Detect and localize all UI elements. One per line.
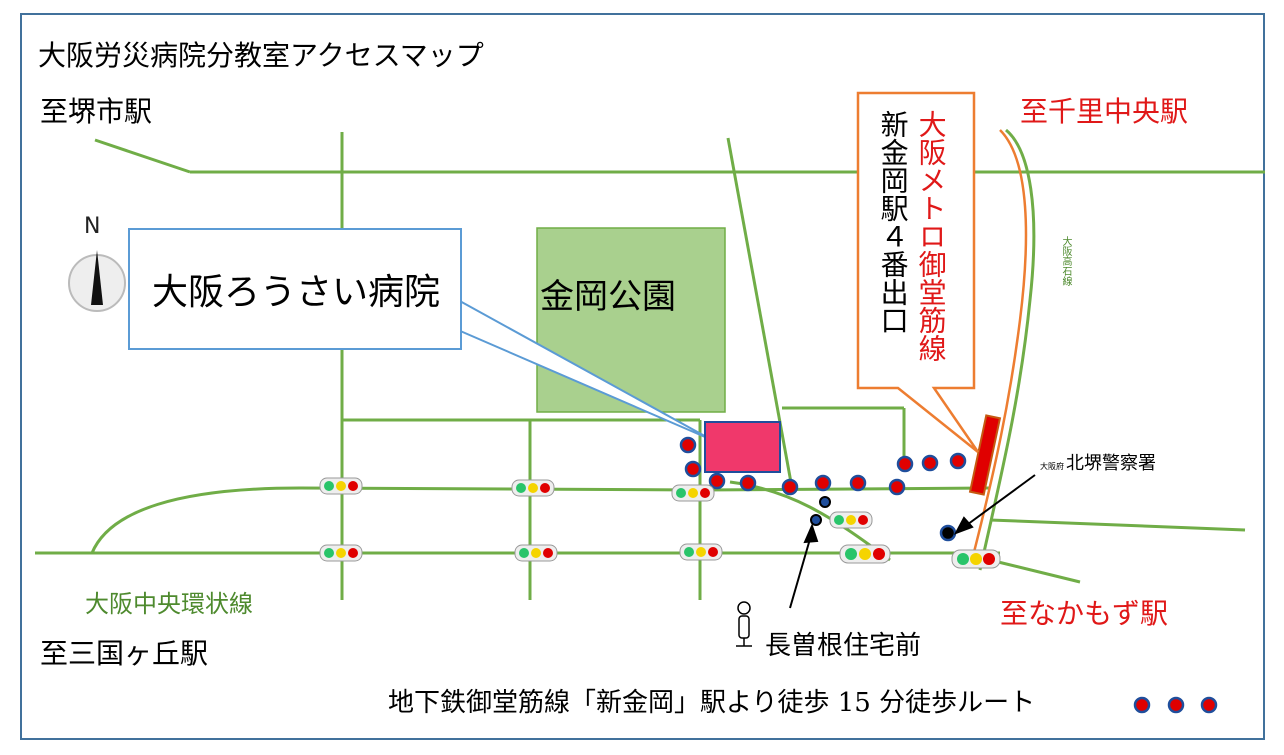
bus-stop-dot <box>810 514 822 526</box>
traffic-light <box>839 544 891 564</box>
traffic-light <box>671 484 715 502</box>
park-label: 金岡公園 <box>540 277 676 317</box>
bus-stop-label: 長曽根住宅前 <box>765 631 922 661</box>
route-dot <box>739 474 757 492</box>
takaishi-line-label: 大阪高石線 <box>1060 236 1071 286</box>
traffic-light <box>829 511 873 529</box>
station-callout <box>856 91 980 453</box>
route-dot <box>814 474 832 492</box>
route-dot <box>781 478 799 496</box>
direction-mikunigaoka-station: 至三国ヶ丘駅 <box>40 637 209 670</box>
direction-nakamozu-station: 至なかもず駅 <box>1000 597 1169 630</box>
police-prefix: 大阪府 <box>1040 462 1064 471</box>
traffic-light <box>319 477 363 495</box>
route-dot <box>949 452 967 470</box>
map-title: 大阪労災病院分教室アクセスマップ <box>38 39 484 72</box>
route-dot <box>888 478 906 496</box>
bus-stop-icon <box>736 601 752 647</box>
walking-route <box>679 436 967 496</box>
route-dot <box>679 436 697 454</box>
map-frame <box>20 13 1265 740</box>
ring-road-label: 大阪中央環状線 <box>85 590 253 618</box>
traffic-light <box>679 543 723 561</box>
station-exit-marker[interactable] <box>968 414 1002 496</box>
police-station-label: 大阪府北堺警察署 <box>1040 455 1156 473</box>
park-area[interactable] <box>536 227 726 413</box>
direction-sakai-station: 至堺市駅 <box>40 95 153 128</box>
route-legend: 地下鉄御堂筋線「新金岡」駅より徒歩 15 分徒歩ルート <box>388 688 1036 718</box>
pointer-arrows <box>789 474 1036 609</box>
traffic-light <box>951 549 1001 569</box>
direction-senri-chuo-station: 至千里中央駅 <box>1020 95 1189 128</box>
traffic-light <box>514 544 558 562</box>
route-dot <box>708 472 726 490</box>
metro-track <box>970 129 1028 561</box>
police-station-marker[interactable] <box>939 524 957 542</box>
police-name: 北堺警察署 <box>1066 453 1156 474</box>
route-dot <box>849 474 867 492</box>
route-dot <box>921 454 939 472</box>
metro-line-label: 大阪メトロ御堂筋線 <box>914 110 948 362</box>
station-exit-label: 新金岡駅４番出口 <box>876 110 910 334</box>
route-dot <box>896 455 914 473</box>
compass-north-label: N <box>84 214 101 239</box>
hospital-building[interactable] <box>704 421 781 473</box>
traffic-lights <box>319 477 1001 569</box>
hospital-callout <box>128 228 462 350</box>
legend-route-dots <box>1133 696 1218 714</box>
hospital-label: 大阪ろうさい病院 <box>152 272 441 313</box>
traffic-light <box>511 479 555 497</box>
traffic-light <box>319 544 363 562</box>
compass-icon <box>68 250 126 312</box>
bus-stop-dot <box>819 496 831 508</box>
road-network <box>35 128 1265 600</box>
route-dot <box>684 460 702 478</box>
